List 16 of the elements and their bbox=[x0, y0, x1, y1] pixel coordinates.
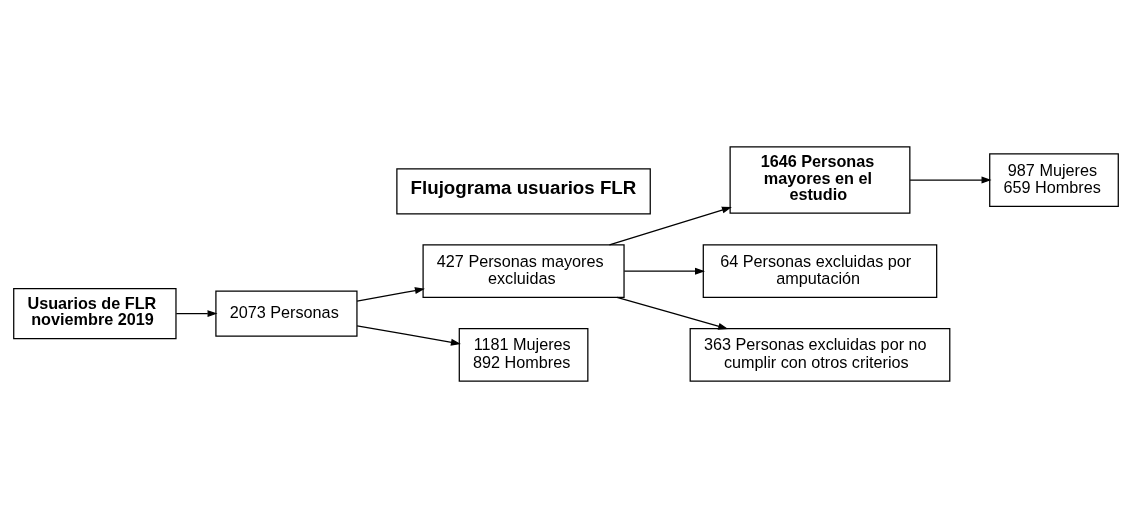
arrow bbox=[623, 267, 705, 275]
arrow bbox=[616, 296, 729, 330]
node-box: 1181 Mujeres 892 Hombres bbox=[458, 327, 589, 382]
node-box: 987 Mujeres 659 Hombres bbox=[989, 153, 1119, 207]
node-box: 427 Personas mayores excluidas bbox=[422, 244, 625, 298]
arrow bbox=[608, 206, 732, 246]
node-box: 363 Personas excluidas por no cumplir con otros criterios bbox=[689, 327, 951, 382]
arrow bbox=[909, 176, 992, 184]
arrow bbox=[356, 287, 425, 302]
node-box: 64 Personas excluidas por amputación bbox=[702, 244, 938, 298]
node-box: 1646 Personas mayores en el estudio bbox=[729, 146, 911, 214]
node-box: 2073 Personas bbox=[215, 290, 358, 337]
arrow bbox=[175, 310, 218, 318]
node-box: Usuarios de FLR noviembre 2019 bbox=[13, 288, 177, 340]
arrow bbox=[356, 325, 461, 346]
node-box: Flujograma usuarios FLR bbox=[396, 168, 651, 215]
